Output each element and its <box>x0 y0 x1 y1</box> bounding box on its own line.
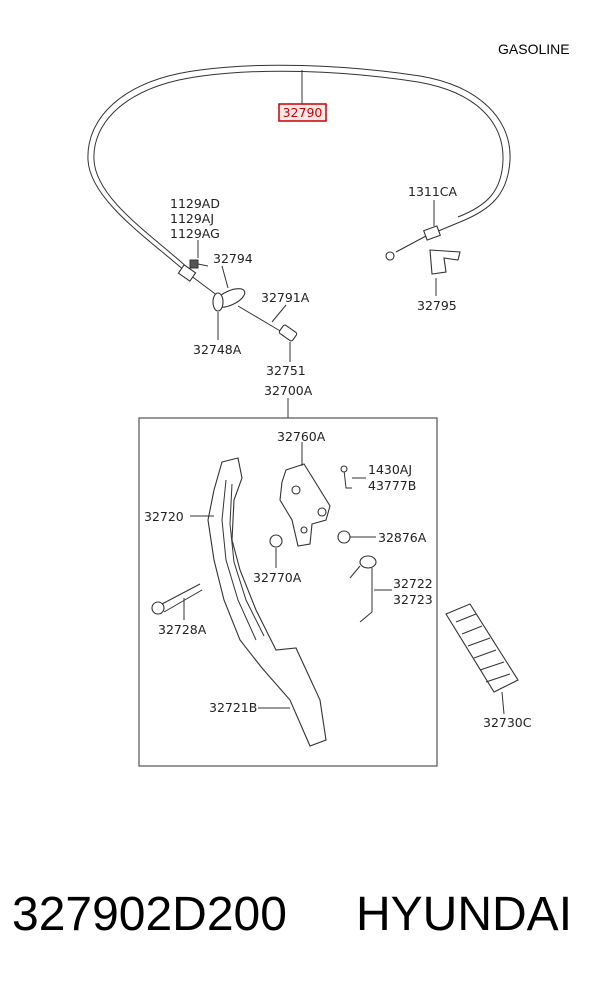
label-32795: 32795 <box>417 298 457 313</box>
pivot-pin <box>151 583 203 615</box>
label-32730C: 32730C <box>483 715 532 730</box>
label-32723: 32723 <box>393 592 433 607</box>
return-spring <box>349 555 377 623</box>
variant-label: GASOLINE <box>498 41 570 57</box>
label-1129AJ: 1129AJ <box>170 211 214 226</box>
label-32728A: 32728A <box>158 622 207 637</box>
label-1129AD: 1129AD <box>170 196 220 211</box>
cable-end-left <box>177 259 298 342</box>
highlight-box <box>278 103 327 122</box>
label-32700A: 32700A <box>264 383 313 398</box>
bushing <box>337 530 351 544</box>
label-32770A: 32770A <box>253 570 302 585</box>
clip-pin <box>340 465 352 489</box>
pedal-bracket <box>279 463 331 547</box>
label-32748A: 32748A <box>193 342 242 357</box>
label-32720: 32720 <box>144 509 184 524</box>
label-32722: 32722 <box>393 576 433 591</box>
pedal-assembly-box <box>138 417 438 767</box>
label-1430AJ: 1430AJ <box>368 462 412 477</box>
floor-pad <box>445 603 519 693</box>
label-1129AG: 1129AG <box>170 226 220 241</box>
cable-end-right <box>385 221 461 275</box>
label-32876A: 32876A <box>378 530 427 545</box>
highlighted-part-label: 32790 <box>283 105 323 120</box>
label-32751: 32751 <box>266 363 306 378</box>
nut <box>269 534 283 548</box>
footer-brand: HYUNDAI <box>356 888 572 941</box>
pedal-arm <box>207 457 327 747</box>
label-32721B: 32721B <box>209 700 257 715</box>
label-32791A: 32791A <box>261 290 310 305</box>
footer-part-number: 327902D200 <box>12 888 287 941</box>
label-32794: 32794 <box>213 251 253 266</box>
label-32760A: 32760A <box>277 429 326 444</box>
label-43777B: 43777B <box>368 478 416 493</box>
label-1311CA: 1311CA <box>408 184 458 199</box>
accelerator-cable <box>87 64 511 273</box>
